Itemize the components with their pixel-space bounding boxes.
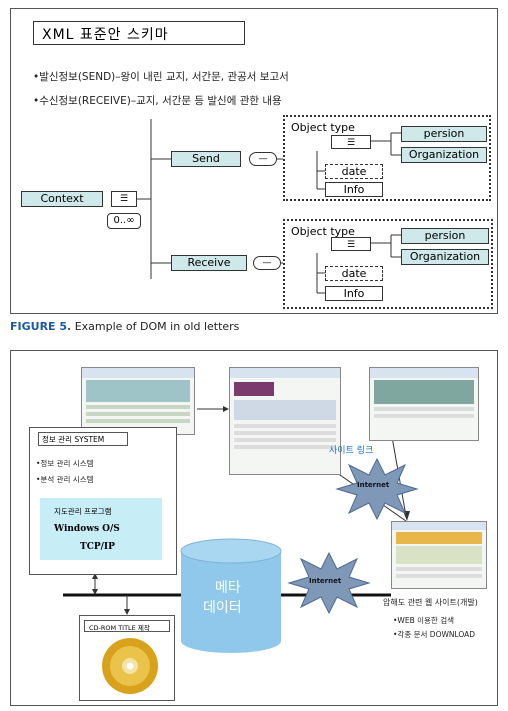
figure5-caption-label: FIGURE 5. [10,320,71,333]
info-system-box: 정보 관리 SYSTEM •정보 관리 시스템 •분석 관리 시스템 지도관리 … [29,427,177,575]
metadata-label-1: 메타 [215,577,241,597]
figure5-caption-text: Example of DOM in old letters [71,320,239,333]
send-info-node: Info [325,182,383,197]
cdrom-box: CD-ROM TITLE 제작 [79,615,175,701]
info-system-title: 정보 관리 SYSTEM [42,434,104,445]
figure5-caption: FIGURE 5. Example of DOM in old letters [10,320,239,333]
receive-persion-node: persion [401,228,489,244]
apaedo-website-screenshot [391,521,487,589]
cd-disc-icon [100,636,160,696]
receive-organization-node: Organization [401,249,489,265]
web-site-item-2: •각종 문서 DOWNLOAD [393,629,475,640]
program-line-1: 지도관리 프로그램 [54,506,112,517]
context-sequence-icon: ☰ [111,191,137,207]
website-screenshot-3 [369,367,479,441]
receive-object-sequence-icon: ☰ [331,237,371,251]
program-line-3: TCP/IP [80,542,115,552]
program-line-2: Windows O/S [54,524,120,534]
receive-node: Receive [171,255,247,271]
send-persion-node: persion [401,126,487,142]
cardinality-label: 0..∞ [107,213,141,229]
internet-burst-top [335,457,419,521]
website-screenshot-2 [229,367,341,475]
send-node: Send [171,151,241,167]
send-organization-node: Organization [401,147,487,163]
web-site-item-1: •WEB 이용한 검색 [393,615,454,626]
send-object-sequence-icon: ☰ [331,135,371,149]
website-screenshot-1 [81,367,195,435]
cdrom-title-box: CD-ROM TITLE 제작 [84,620,170,632]
info-system-item-2: •분석 관리 시스템 [36,474,94,485]
send-object-type-label: Object type [291,121,355,134]
context-node: Context [21,191,103,207]
receive-info-node: Info [325,286,383,301]
program-stack-box: 지도관리 프로그램 Windows O/S TCP/IP [40,498,162,560]
send-choice-icon: — [249,152,277,166]
receive-date-node: date [325,266,383,281]
send-date-node: date [325,164,383,179]
info-system-title-box: 정보 관리 SYSTEM [38,432,128,446]
metadata-label-2: 데이터 [203,597,242,617]
receive-choice-icon: — [253,256,281,270]
web-site-title: 압해도 관련 웹 사이트(개발) [383,597,478,608]
cdrom-title: CD-ROM TITLE 제작 [89,622,150,632]
site-link-label: 사이트 링크 [329,443,373,456]
internet-label-top: Internet [357,481,389,489]
info-system-item-1: •정보 관리 시스템 [36,458,94,469]
figure6-panel: 사이트 링크 Internet 정보 관리 SYSTEM •정보 관리 시스템 … [10,350,498,706]
internet-label-bottom: Internet [309,577,341,585]
figure5-panel: XML 표준안 스키마 •발신정보(SEND)–왕이 내린 교지, 서간문, 관… [10,8,498,314]
